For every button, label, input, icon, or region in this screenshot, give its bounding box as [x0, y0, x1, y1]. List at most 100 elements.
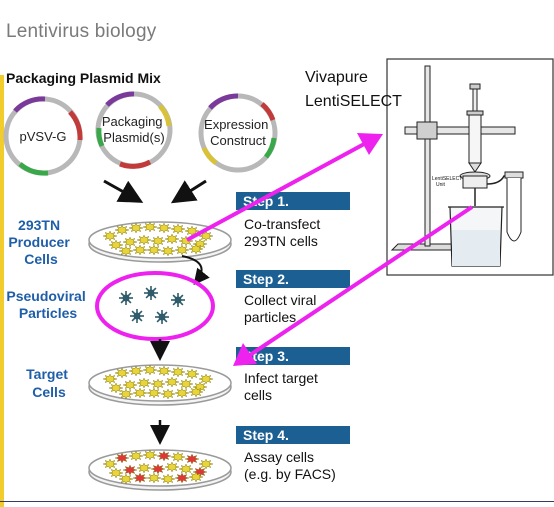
highlight-ellipse: [95, 271, 215, 341]
svg-text:Packaging Plasmid(s): Packaging Plasmid(s): [102, 114, 166, 145]
cell-icon: [160, 388, 176, 400]
step-4: Step 4. Assay cells (e.g. by FACS): [236, 426, 350, 482]
cell-icon: [128, 222, 144, 234]
cell-icon: [122, 236, 138, 248]
svg-text:pVSV-G: pVSV-G: [20, 129, 67, 144]
cell-icon: [122, 379, 138, 391]
cell-icon: [118, 473, 134, 485]
virus-particle-icon: [130, 309, 144, 323]
cell-icon: [184, 368, 200, 380]
cell-icon: [102, 230, 118, 242]
cell-icon: [136, 462, 152, 474]
cell-icon: [160, 245, 176, 257]
lentiselect-unit-label: LentiSELECT Unit: [432, 176, 464, 188]
plasmid-label: Expression: [204, 117, 268, 132]
svg-text:Expression Construct: Expression Construct: [204, 117, 272, 148]
target-cells-dish: [88, 364, 232, 406]
plasmid-label: Packaging: [102, 114, 163, 129]
cell-icon: [198, 373, 214, 385]
cell-icon: [188, 386, 204, 398]
step-description: Infect target cells: [244, 370, 322, 403]
cell-icon: [128, 365, 144, 377]
producer-cells-label: 293TN Producer Cells: [8, 217, 73, 267]
cell-icon: [136, 377, 152, 389]
bottom-rule: [0, 501, 554, 502]
target-cells-label: Target Cells: [26, 366, 72, 400]
cell-icon: [164, 376, 180, 388]
virus-particle-icon: [144, 286, 158, 300]
cell-icon: [174, 472, 190, 484]
page-title: Lentivirus biology: [6, 20, 157, 42]
cell-icon: [164, 233, 180, 245]
virus-particle-icon: [155, 310, 169, 324]
step-1: Step 1. Co-transfect 293TN cells: [236, 192, 350, 249]
arrow-icon: [103, 179, 144, 203]
cell-icon: [114, 452, 130, 464]
cell-icon: [174, 244, 190, 256]
virus-particle-icon: [171, 293, 185, 307]
cell-icon: [122, 464, 138, 476]
highlight-arrow: [233, 205, 474, 366]
plasmid-pvsvg: pVSV-G: [3, 96, 83, 176]
lentiselect-apparatus: LentiSELECT Unit: [386, 58, 554, 276]
cell-icon: [146, 472, 162, 484]
cell-icon: [164, 461, 180, 473]
cell-icon: [170, 223, 186, 235]
highlight-arrow: [186, 133, 383, 242]
producer-cells-dish: [88, 221, 232, 263]
pseudoviral-particles-label: Pseudoviral Particles: [6, 288, 89, 321]
cell-icon: [170, 451, 186, 463]
cell-icon: [128, 450, 144, 462]
cell-icon: [136, 234, 152, 246]
plasmid-label: Plasmid(s): [103, 130, 164, 145]
virus-particle-icon: [119, 291, 133, 305]
cell-icon: [132, 244, 148, 256]
cell-icon: [142, 221, 158, 233]
cell-icon: [132, 387, 148, 399]
cell-icon: [118, 388, 134, 400]
step-badge-label: Step 4.: [243, 427, 289, 443]
cell-icon: [150, 235, 166, 247]
arrow-icon: [181, 255, 210, 286]
left-accent-bar: [0, 75, 4, 507]
cell-icon: [178, 463, 194, 475]
cell-icon: [108, 467, 124, 479]
cell-icon: [132, 472, 148, 484]
cell-icon: [114, 367, 130, 379]
cell-icon: [142, 364, 158, 376]
cell-icon: [118, 245, 134, 257]
cell-icon: [102, 373, 118, 385]
cell-icon: [178, 378, 194, 390]
pseudoviral-particles: [119, 286, 185, 324]
plasmid-packaging: Packaging Plasmid(s): [95, 91, 173, 169]
cell-icon: [160, 473, 176, 485]
cell-icon: [188, 243, 204, 255]
vivapure-label: Vivapure LentiSELECT: [305, 69, 402, 110]
plasmid-label: pVSV-G: [20, 129, 67, 144]
plasmid-expression-construct: Expression Construct: [198, 93, 278, 173]
cell-icon: [170, 366, 186, 378]
step-badge: [236, 270, 350, 288]
assayed-cells-dish: [88, 449, 232, 491]
step-description: Co-transfect 293TN cells: [244, 216, 324, 249]
cell-icon: [108, 239, 124, 251]
arrow-icon: [170, 179, 207, 204]
step-3: Step 3. Infect target cells: [236, 347, 350, 403]
cell-icon: [150, 378, 166, 390]
step-badge-label: Step 2.: [243, 271, 289, 287]
step-description: Assay cells (e.g. by FACS): [244, 449, 336, 482]
cell-icon: [102, 458, 118, 470]
cell-icon: [198, 458, 214, 470]
step-2: Step 2. Collect viral particles: [236, 270, 350, 325]
cell-icon: [150, 463, 166, 475]
cell-icon: [188, 471, 204, 483]
step-badge: [236, 347, 350, 365]
plasmid-label: Construct: [210, 133, 266, 148]
cell-icon: [184, 453, 200, 465]
cell-icon: [142, 449, 158, 461]
cell-icon: [156, 365, 172, 377]
cell-icon: [156, 222, 172, 234]
step-badge: [236, 426, 350, 444]
